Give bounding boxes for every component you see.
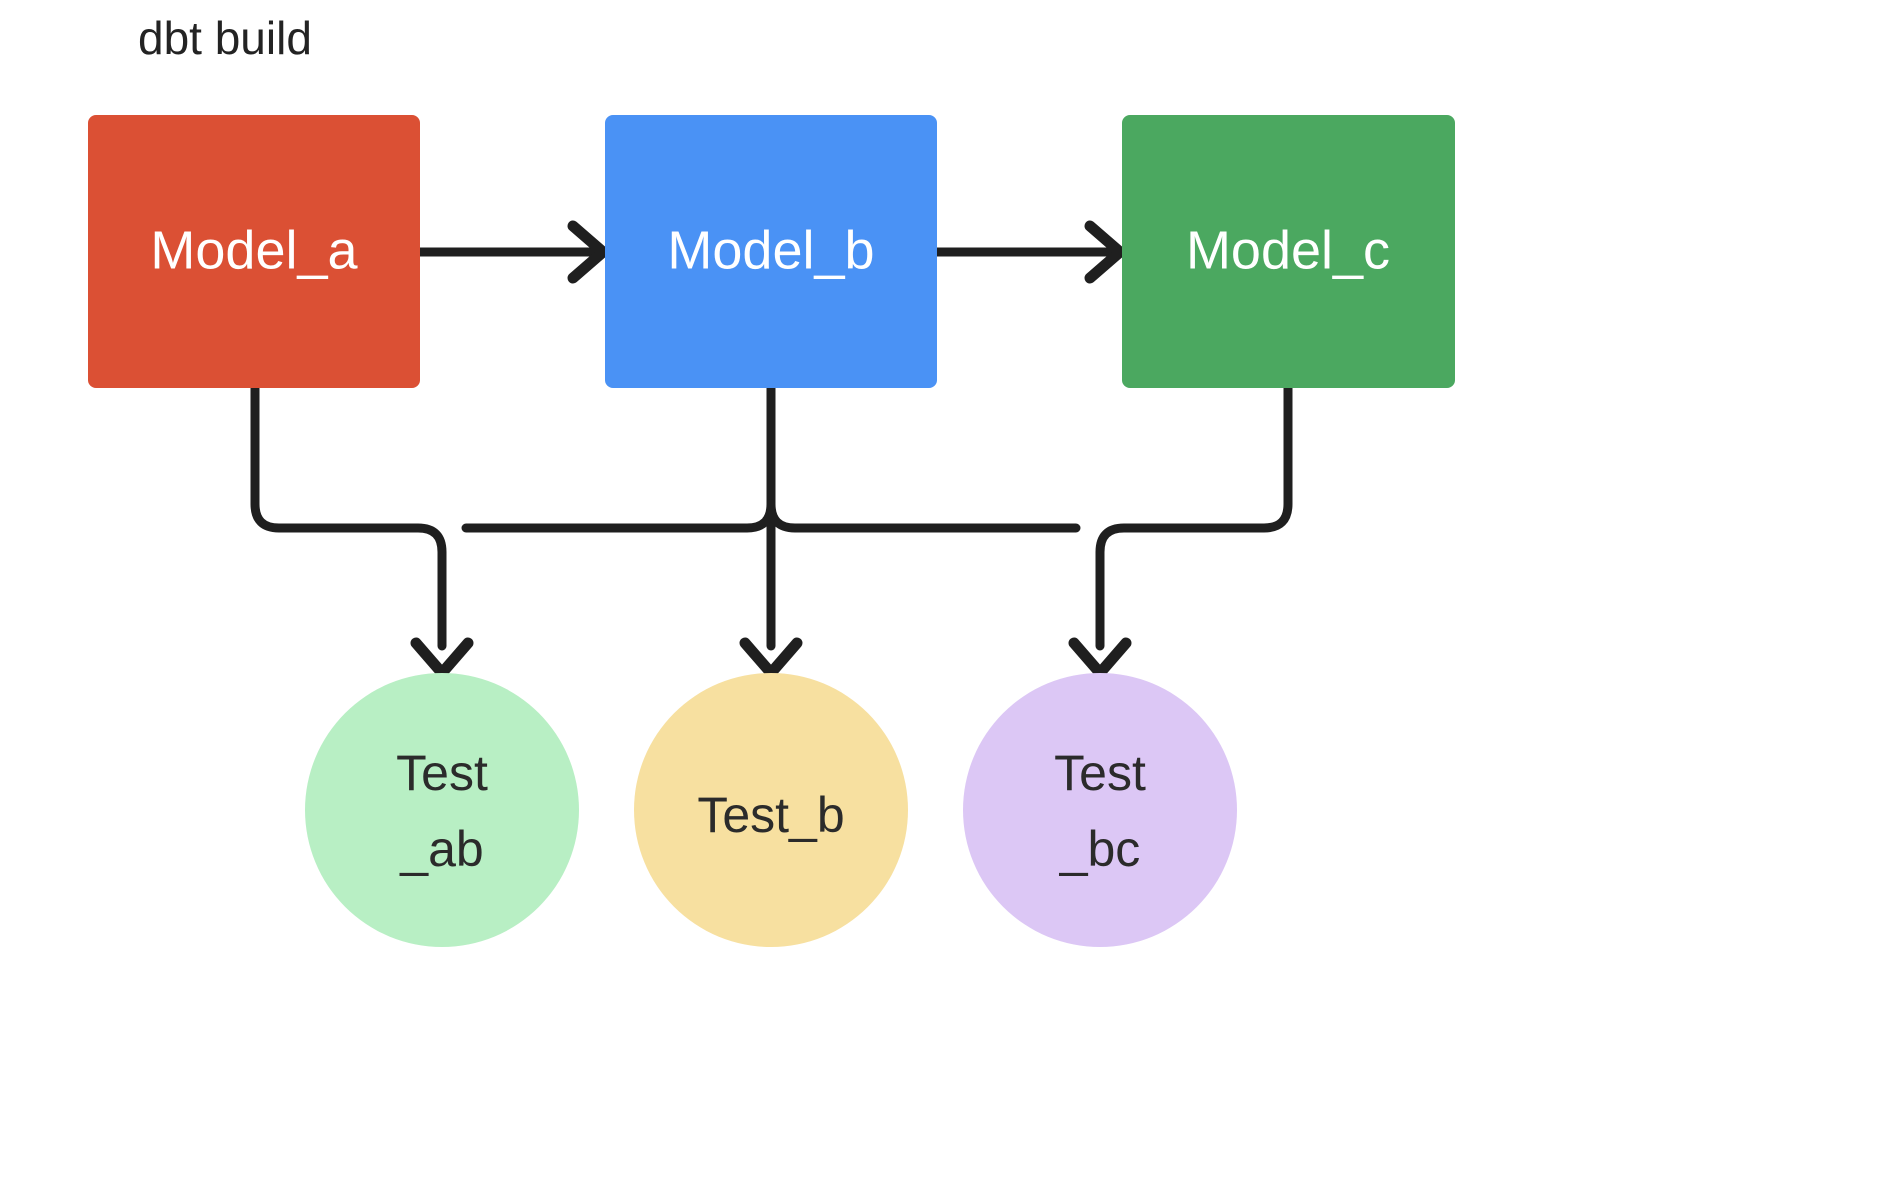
arrowhead-icon [567, 220, 609, 284]
model-b-label: Model_b [667, 220, 874, 280]
edge-model-b-to-test-ab [461, 499, 776, 533]
edge-line [1095, 383, 1293, 651]
edge-line [766, 499, 1081, 533]
edge-line [461, 499, 776, 533]
edge-model-b-to-test-bc [766, 499, 1081, 533]
test-bc-shape[interactable] [963, 673, 1237, 947]
test-bc-label-line2: _bc [1059, 821, 1141, 877]
test-b-shape[interactable] [634, 673, 908, 947]
test-bc-label-line1: Test [1054, 745, 1146, 801]
model-c-shape[interactable] [1122, 115, 1455, 388]
edge-model-a-to-model-b [415, 220, 609, 284]
node-test-ab[interactable]: Test _ab [305, 673, 579, 947]
model-c-label: Model_c [1186, 220, 1390, 280]
test-ab-label-line1: Test [396, 745, 488, 801]
test-ab-shape[interactable] [305, 673, 579, 947]
edge-model-c-to-test-bc [1068, 383, 1293, 679]
node-test-b[interactable]: Test_b [634, 673, 908, 947]
edge-model-b-to-model-c [932, 220, 1126, 284]
node-test-bc[interactable]: Test _bc [963, 673, 1237, 947]
model-a-label: Model_a [150, 220, 358, 280]
node-model-a[interactable]: Model_a [88, 115, 420, 388]
model-a-shape[interactable] [88, 115, 420, 388]
edge-line [250, 383, 447, 651]
model-b-shape[interactable] [605, 115, 937, 388]
test-ab-label-line2: _ab [399, 821, 483, 877]
node-model-b[interactable]: Model_b [605, 115, 937, 388]
test-b-label-line1: Test_b [697, 787, 844, 843]
edge-model-a-to-test-ab [250, 383, 474, 679]
page-title: dbt build [138, 12, 312, 64]
arrowhead-icon [1084, 220, 1126, 284]
node-model-c[interactable]: Model_c [1122, 115, 1455, 388]
